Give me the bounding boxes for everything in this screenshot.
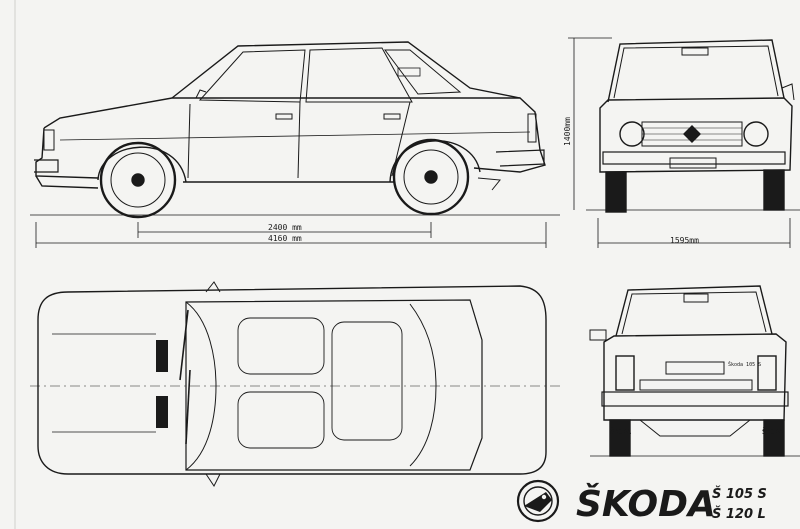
rear-badge-left: ŠKODA	[610, 427, 632, 436]
rear-view	[589, 285, 789, 457]
brand-name: ŠKODA	[576, 483, 716, 525]
skoda-logo	[516, 479, 560, 523]
length-label: 4160 mm	[268, 234, 302, 243]
front-view	[599, 39, 795, 213]
side-view	[34, 41, 546, 219]
top-view	[37, 281, 547, 487]
front-dimension-lines	[568, 37, 800, 248]
height-label: 1400mm	[563, 117, 572, 146]
width-label: 1595mm	[670, 236, 699, 245]
wheelbase-label: 2400 mm	[268, 223, 302, 232]
rear-plate-badge: Škoda 105 S	[728, 361, 761, 368]
model-name-2: Š 120 L	[712, 506, 766, 522]
side-dimension-lines	[30, 214, 560, 248]
model-name-1: Š 105 S	[712, 486, 767, 502]
rear-badge-right: ŠKODA	[762, 427, 784, 436]
